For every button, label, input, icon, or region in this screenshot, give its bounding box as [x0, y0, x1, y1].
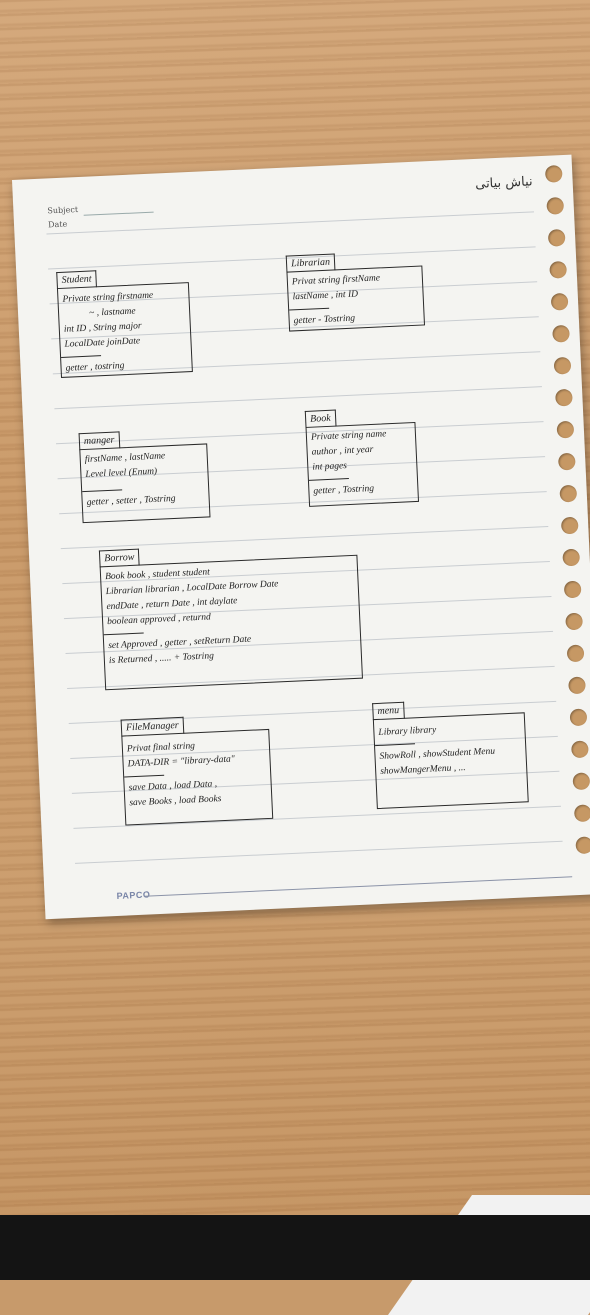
class-separator — [375, 743, 416, 747]
class-separator — [289, 307, 330, 311]
binder-hole — [544, 165, 563, 183]
class-method: getter , setter , Tostring — [86, 493, 176, 508]
subject-label: Subject — [47, 205, 79, 216]
class-title-book: Book — [304, 409, 337, 428]
binder-hole — [569, 708, 588, 727]
binder-hole — [549, 260, 568, 279]
class-box-student: Student Private string firstname ~ , las… — [56, 270, 193, 378]
class-method: getter - Tostring — [293, 313, 356, 327]
binder-hole — [552, 324, 570, 343]
class-title-librarian: Librarian — [285, 253, 336, 273]
ruled-line — [75, 840, 563, 864]
binder-hole — [555, 388, 573, 407]
subject-line — [83, 211, 154, 216]
ruled-line — [46, 211, 535, 235]
binder-hole — [571, 740, 589, 759]
class-title-filemanager: FileManager — [120, 716, 185, 737]
binder-hole — [560, 516, 579, 535]
binder-hole — [562, 548, 581, 567]
binder-hole — [556, 420, 575, 439]
class-method: getter , Tostring — [313, 483, 375, 497]
binder-hole — [550, 292, 569, 311]
brand-line — [144, 876, 573, 897]
class-box-librarian: Librarian Privat string firstName lastNa… — [285, 253, 426, 332]
class-box-manger: manger firstName , lastName Level level … — [78, 431, 211, 524]
class-box-filemanager: FileManager Privat final string DATA-DIR… — [120, 716, 274, 826]
binder-hole — [547, 228, 566, 247]
class-separator — [61, 355, 102, 358]
binder-hole — [572, 772, 590, 791]
paper-header-title: نیاش بیاتی — [474, 174, 533, 192]
binder-hole — [565, 612, 583, 631]
class-separator — [82, 489, 123, 493]
date-label: Date — [47, 219, 68, 230]
binder-hole — [573, 804, 590, 823]
class-box-borrow: Borrow Book book , student student Libra… — [98, 548, 363, 691]
class-method: getter , tostring — [65, 361, 125, 374]
class-box-book: Book Private string name author , int ye… — [304, 409, 420, 507]
binder-hole — [553, 356, 572, 375]
class-title-borrow: Borrow — [98, 548, 140, 568]
class-field: Library library — [378, 725, 437, 738]
class-title-manger: manger — [78, 431, 120, 451]
binder-hole — [568, 676, 586, 695]
binder-hole — [566, 644, 585, 663]
class-box-menu: menu Library library ShowRoll , showStud… — [372, 701, 529, 810]
binder-hole — [575, 836, 590, 855]
binder-hole — [563, 580, 582, 599]
floor-shadow — [0, 1215, 590, 1280]
class-title-student: Student — [56, 270, 97, 290]
class-separator — [308, 478, 349, 481]
binder-hole — [557, 452, 576, 471]
class-title-menu: menu — [372, 701, 405, 721]
ruled-line — [55, 421, 544, 445]
class-separator — [124, 774, 165, 778]
ruled-line — [60, 526, 549, 550]
class-separator — [103, 632, 144, 636]
ruled-line — [54, 386, 542, 410]
notebook-paper: نیاش بیاتی Subject Date Student Private … — [12, 154, 590, 920]
binder-hole — [559, 484, 578, 503]
binder-hole — [546, 197, 565, 215]
